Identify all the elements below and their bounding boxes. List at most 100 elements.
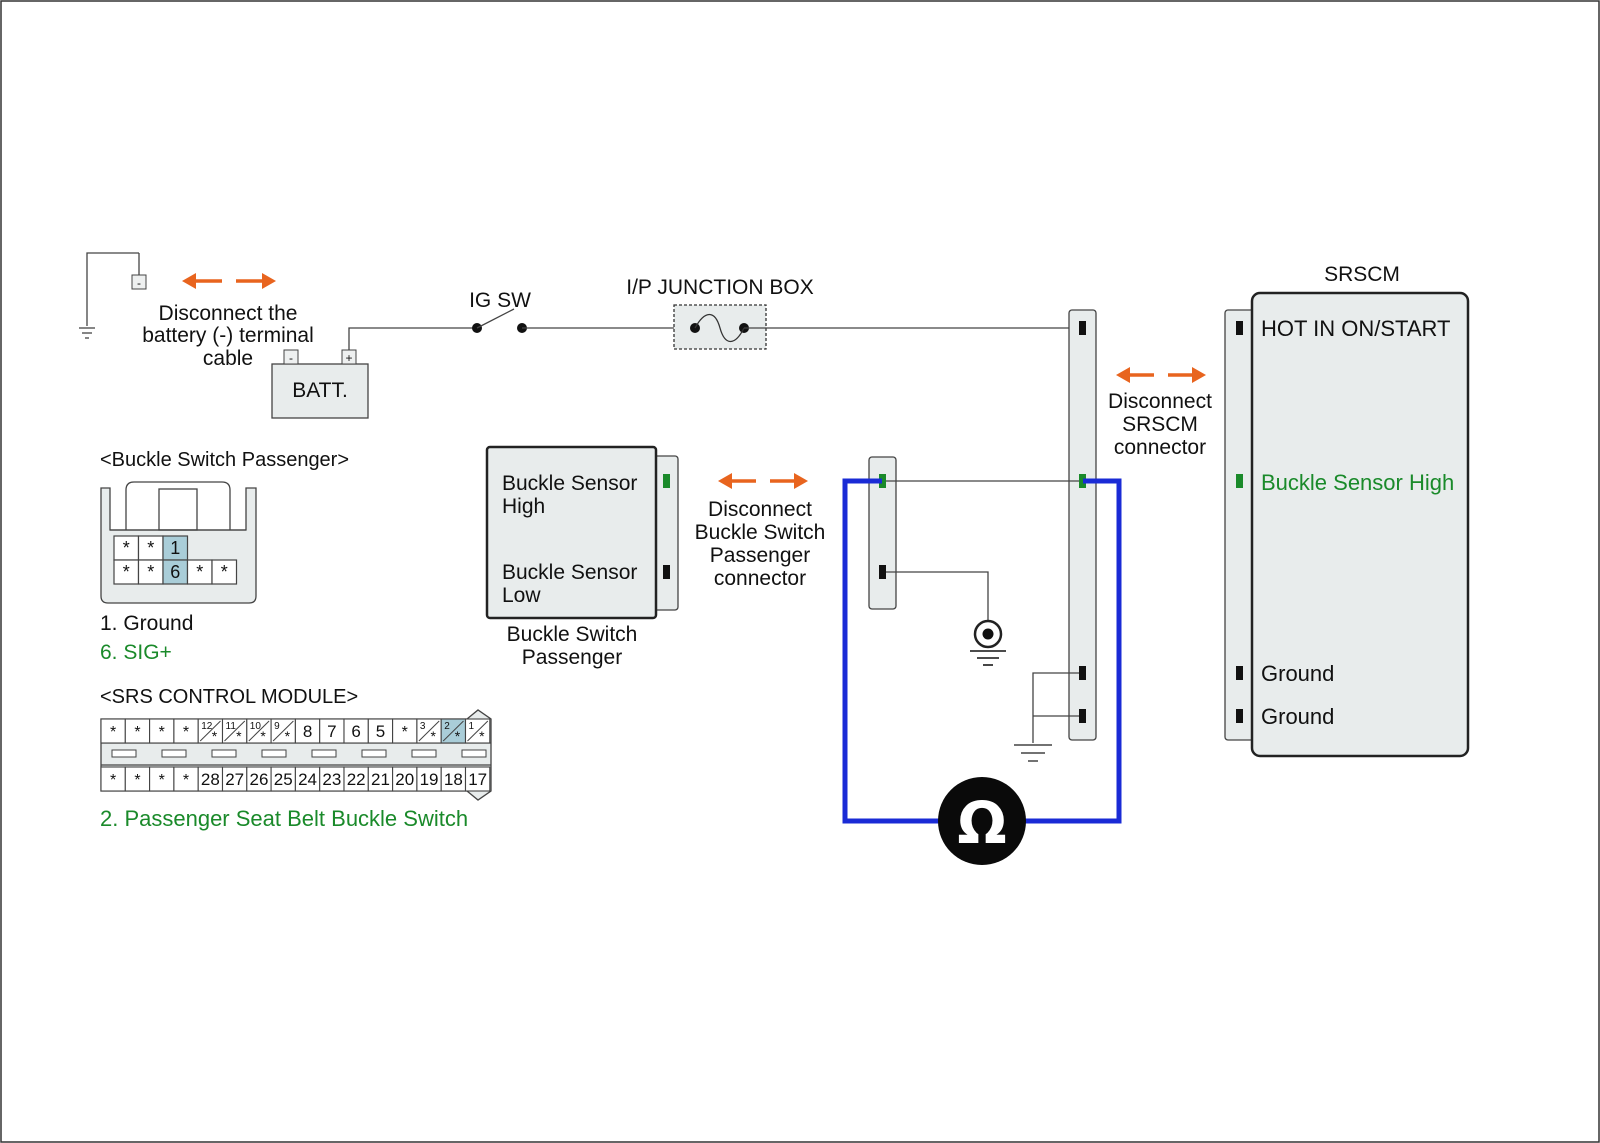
buckle-harness-pin-high <box>879 474 886 488</box>
disconnect-battery-label-2: battery (-) terminal <box>142 324 314 347</box>
srs-cell-label: 25 <box>274 770 293 789</box>
srs-cell-star: * <box>430 728 436 744</box>
srs-slot-mark <box>211 749 237 758</box>
srs-cell <box>197 766 224 792</box>
srs-cell-number: 3 <box>420 721 426 732</box>
battery: - + BATT. <box>271 349 369 419</box>
srs-cell-label: 7 <box>327 722 336 741</box>
harness-pin-buckle-high <box>1079 474 1086 488</box>
buckle-cell <box>137 559 164 585</box>
negative-terminal-mark: - <box>137 276 141 290</box>
harness-pin-ground-2 <box>1079 709 1086 723</box>
srs-slot-mark <box>461 749 487 758</box>
buckle-legend-ground: 1. Ground <box>100 612 193 635</box>
srs-cell-number: 9 <box>274 721 280 732</box>
srs-cell-label: 28 <box>201 770 220 789</box>
srs-slot-mark <box>161 749 187 758</box>
battery-label: BATT. <box>292 379 348 402</box>
buckle-cell-label: 6 <box>170 562 180 582</box>
srs-cell <box>343 766 369 792</box>
buckle-module-name-1: Buckle Switch <box>507 623 638 646</box>
double-arrow-icon <box>718 473 808 489</box>
srs-cell-label: * <box>402 724 408 741</box>
buckle-high-label-2: High <box>502 495 545 518</box>
srs-slot-mark <box>261 749 287 758</box>
srs-cell <box>221 766 248 792</box>
battery-wire <box>348 327 477 350</box>
srs-cell-label: * <box>110 772 116 789</box>
buckle-cell-label: * <box>196 562 203 582</box>
harness-pin-ground-1 <box>1079 666 1086 680</box>
srs-cell-label: * <box>134 724 140 741</box>
buckle-module-pin-low <box>663 565 670 579</box>
buckle-legend-sig: 6. SIG+ <box>100 641 172 664</box>
ig-switch <box>472 308 527 333</box>
srs-cell-divider <box>418 720 440 742</box>
srs-cell-label: * <box>159 772 165 789</box>
srscm-label: SRSCM <box>1324 263 1400 286</box>
buckle-high-label-1: Buckle Sensor <box>502 472 637 495</box>
disconnect-srscm-label-2: SRSCM <box>1122 413 1198 436</box>
buckle-connector-cells: **1**6** <box>113 535 238 585</box>
buckle-harness-pin-low <box>879 565 886 579</box>
srs-cell-divider <box>199 720 221 742</box>
srscm-pin-label-buckle-high: Buckle Sensor High <box>1261 470 1454 495</box>
meter-lead-right <box>1024 478 1122 824</box>
srs-slot-mark <box>361 749 387 758</box>
srs-connector-slots <box>111 749 487 758</box>
srs-cell-label: 18 <box>444 770 463 789</box>
srs-cell-label: * <box>159 724 165 741</box>
buckle-low-label-2: Low <box>502 584 541 607</box>
srscm-pin-label-ground-1: Ground <box>1261 661 1334 686</box>
srs-legend: 2. Passenger Seat Belt Buckle Switch <box>100 806 468 831</box>
srs-cell-label: * <box>183 724 189 741</box>
ohm-symbol-icon: Ω <box>957 789 1006 857</box>
ohmmeter: Ω <box>938 777 1026 865</box>
disconnect-srscm-label-3: connector <box>1114 436 1206 459</box>
srs-cell <box>124 766 151 792</box>
srs-slot-mark <box>311 749 337 758</box>
srs-cell-star: * <box>236 728 242 744</box>
srs-cell-label: 5 <box>376 722 385 741</box>
srscm-pin-label-hot: HOT IN ON/START <box>1261 316 1450 341</box>
battery-ground-lead: - <box>86 252 147 326</box>
srs-slot-mark <box>411 749 437 758</box>
buckle-module-name-2: Passenger <box>522 646 622 669</box>
buckle-module-pin-high <box>663 474 670 488</box>
fuse-icon <box>673 304 767 350</box>
battery-negative-mark: - <box>289 351 293 365</box>
module-pin-ground-1 <box>1236 666 1243 680</box>
buckle-switch-module <box>485 445 658 620</box>
srscm-harness-connector <box>1068 309 1097 741</box>
body-ground-icon <box>970 619 1006 666</box>
srs-cell-number: 12 <box>201 721 213 732</box>
buckle-harness-connector <box>868 456 897 610</box>
double-arrow-icon <box>182 273 276 289</box>
srs-cell-star: * <box>479 728 485 744</box>
srs-cell <box>246 766 272 792</box>
buckle-cell <box>162 535 189 561</box>
srs-cell-label: * <box>110 724 116 741</box>
srs-slot-mark <box>111 749 137 758</box>
srs-cell-label: 22 <box>347 770 366 789</box>
disconnect-buckle-label-2: Buckle Switch <box>695 521 826 544</box>
srscm-module <box>1250 291 1470 758</box>
srs-cell <box>464 766 491 792</box>
junction-box-label: I/P JUNCTION BOX <box>626 276 813 299</box>
srs-connector-title: <SRS CONTROL MODULE> <box>100 686 358 708</box>
buckle-low-wire <box>886 571 989 620</box>
disconnect-buckle-label-1: Disconnect <box>708 498 812 521</box>
buckle-cell-label: * <box>221 562 228 582</box>
srs-cell-label: 24 <box>298 770 317 789</box>
double-arrow-icon <box>1116 367 1206 383</box>
srs-cell <box>173 766 199 792</box>
srs-cell-star: * <box>285 728 291 744</box>
srs-cell-star: * <box>260 728 266 744</box>
buckle-cell-label: 1 <box>170 538 180 558</box>
srs-cell-label: * <box>134 772 140 789</box>
srs-cell-label: 27 <box>225 770 244 789</box>
srs-cell-divider <box>224 720 246 742</box>
srs-cell-label: 23 <box>322 770 341 789</box>
disconnect-buckle-label-4: connector <box>714 567 806 590</box>
srs-cell-star: * <box>212 728 218 744</box>
